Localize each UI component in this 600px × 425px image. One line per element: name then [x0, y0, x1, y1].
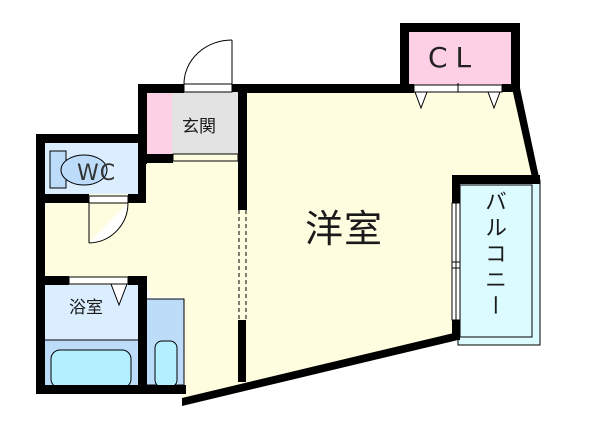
bathtub	[50, 349, 132, 389]
closet-floor	[408, 30, 512, 85]
dashed-partition	[238, 210, 247, 320]
entrance-floor	[172, 92, 238, 154]
bathroom-label: 浴室	[69, 298, 103, 318]
front-door[interactable]	[183, 39, 233, 93]
entrance-step	[172, 153, 239, 162]
wc-door[interactable]	[88, 195, 129, 244]
closet-doors[interactable]	[413, 83, 503, 110]
shoe-box	[146, 92, 172, 154]
balcony-label: バルコニー	[481, 190, 506, 320]
toilet-bowl	[60, 154, 108, 186]
closet-label: CL	[428, 41, 480, 74]
entrance-label: 玄関	[182, 117, 216, 137]
main-room-label: 洋室	[305, 207, 384, 251]
walls	[36, 23, 540, 406]
washbasin	[154, 340, 178, 388]
balcony-window[interactable]	[451, 202, 461, 321]
bathroom-door[interactable]	[68, 276, 129, 307]
balcony-floor	[457, 179, 541, 346]
toilet-label: WC	[77, 161, 117, 186]
